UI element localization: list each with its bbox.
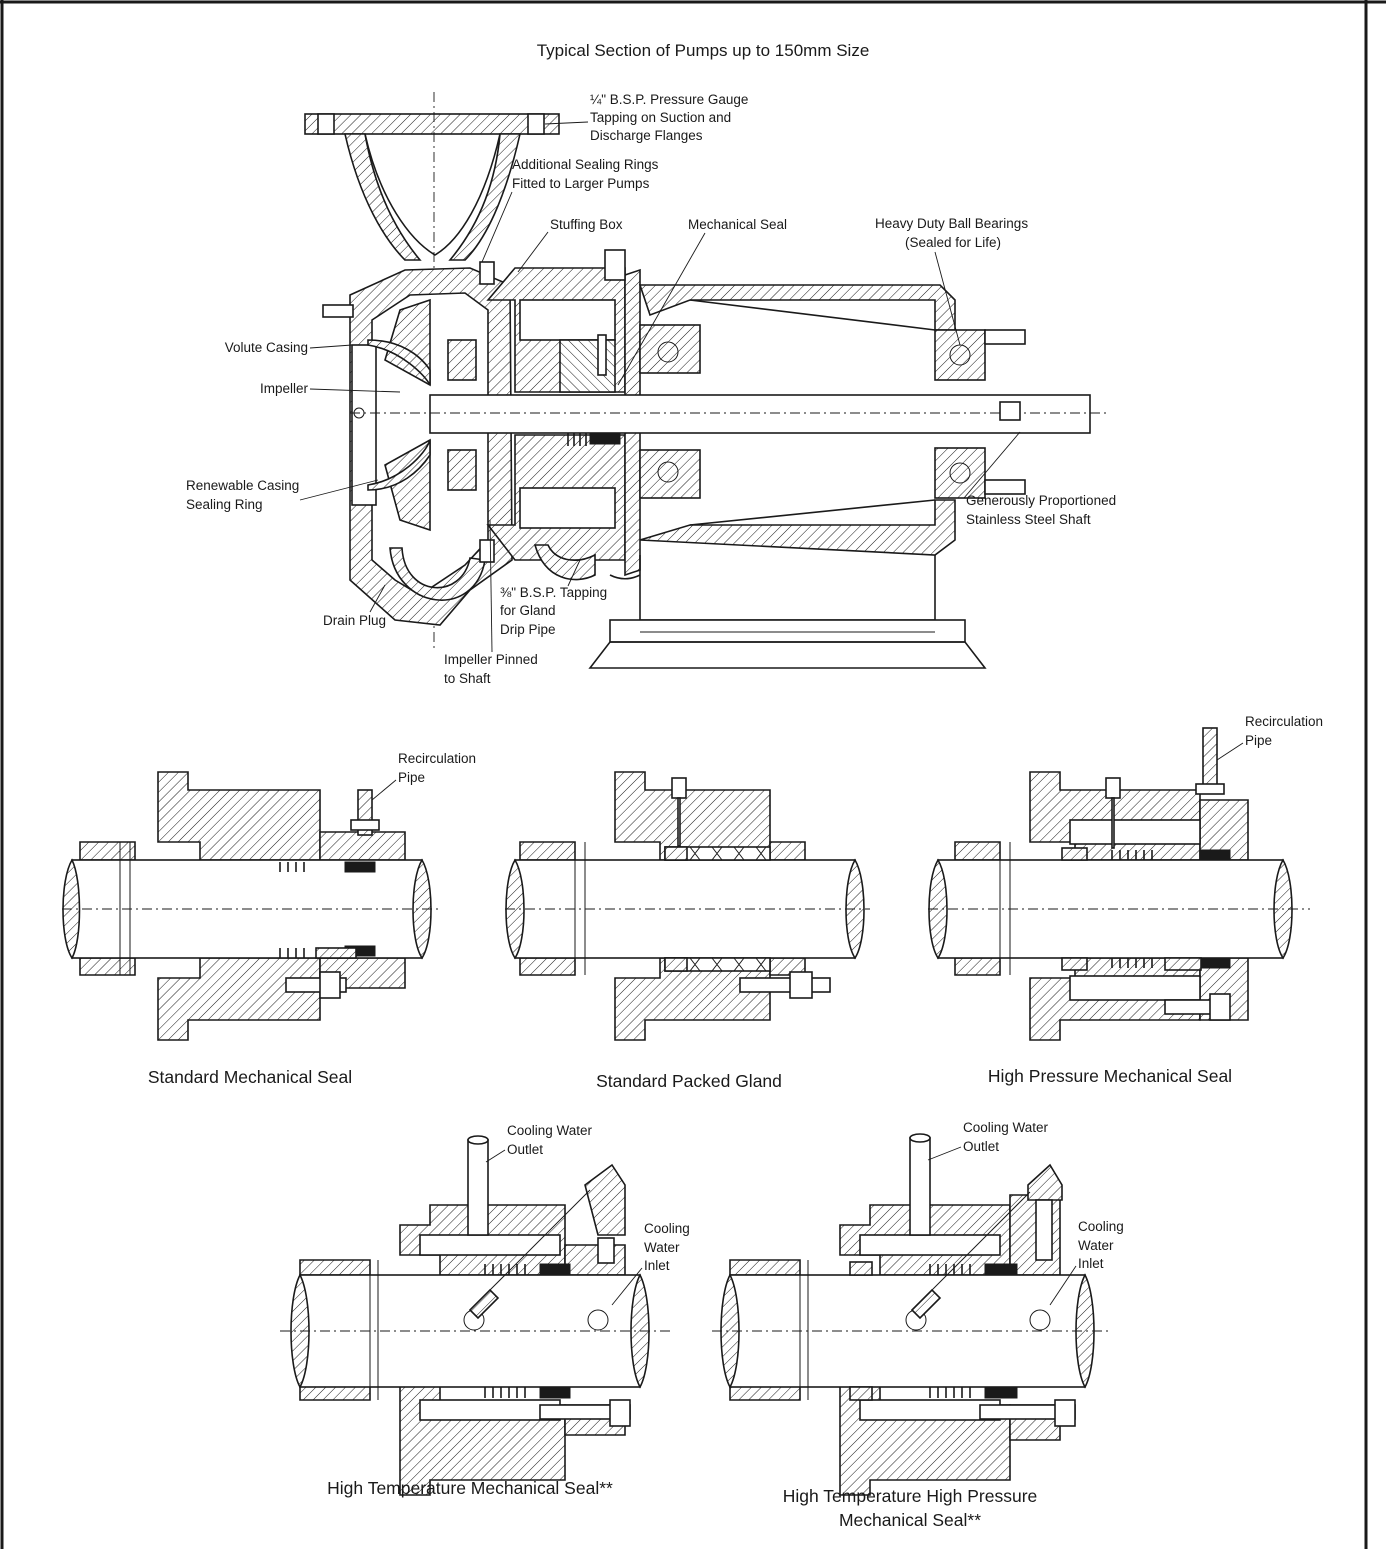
label-gauge-tapping-3: Discharge Flanges xyxy=(590,128,703,143)
caption-high-temp: High Temperature Mechanical Seal** xyxy=(327,1478,613,1498)
label-inlet-hthp-1: Cooling xyxy=(1078,1219,1124,1234)
variant-shaft xyxy=(505,842,870,975)
seal-variant-standard-mechanical: Recirculation Pipe Standard Mechanical S… xyxy=(62,751,476,1087)
variant-seal-parts xyxy=(849,1191,1031,1401)
variant-labels: Recirculation Pipe Standard Mechanical S… xyxy=(148,751,476,1087)
stuffing-box-body xyxy=(479,261,626,581)
label-sealing-rings-2: Fitted to Larger Pumps xyxy=(512,176,650,191)
label-stuffing-box: Stuffing Box xyxy=(550,217,623,232)
label-outlet-ht-1: Cooling Water xyxy=(507,1123,593,1138)
variant-pipes xyxy=(467,1135,631,1427)
label-gauge-tapping-1: ¼" B.S.P. Pressure Gauge xyxy=(590,92,748,107)
variant-pipe-and-stud xyxy=(1105,727,1231,1021)
label-recirc-hp-2: Pipe xyxy=(1245,733,1272,748)
label-impeller-pinned-2: to Shaft xyxy=(444,671,491,686)
variant-packing xyxy=(664,846,771,972)
main-shaft xyxy=(350,394,1110,434)
variant-plug-and-stud xyxy=(671,777,831,999)
label-shaft-2: Stainless Steel Shaft xyxy=(966,512,1091,527)
label-impeller-pinned-1: Impeller Pinned xyxy=(444,652,538,667)
variant-body xyxy=(299,1163,626,1496)
variant-seal-parts xyxy=(468,1189,591,1399)
label-gland-tapping-2: for Gland xyxy=(500,603,556,618)
main-labels: ¼" B.S.P. Pressure Gauge Tapping on Suct… xyxy=(186,92,1116,686)
impeller xyxy=(367,298,477,532)
label-ball-bearings-2: (Sealed for Life) xyxy=(905,235,1001,250)
main-pump-section: Typical Section of Pumps up to 150mm Siz… xyxy=(186,41,1116,686)
label-outlet-hthp-2: Outlet xyxy=(963,1139,999,1154)
variant-seal-parts xyxy=(1061,847,1231,971)
label-inlet-ht-2: Water xyxy=(644,1240,680,1255)
bearing-bracket xyxy=(604,249,1026,577)
seal-variant-high-pressure: Recirculation Pipe High Pressure Mechani… xyxy=(928,714,1323,1086)
label-sealing-rings-1: Additional Sealing Rings xyxy=(512,157,659,172)
label-mechanical-seal: Mechanical Seal xyxy=(688,217,787,232)
variant-labels: Recirculation Pipe High Pressure Mechani… xyxy=(988,714,1323,1086)
label-gauge-tapping-2: Tapping on Suction and xyxy=(590,110,731,125)
caption-packed-gland: Standard Packed Gland xyxy=(596,1071,782,1091)
label-casing-ring-1: Renewable Casing xyxy=(186,478,299,493)
label-casing-ring-2: Sealing Ring xyxy=(186,497,263,512)
caption-hthp-2: Mechanical Seal** xyxy=(839,1510,981,1530)
variant-body xyxy=(519,771,806,1041)
label-outlet-ht-2: Outlet xyxy=(507,1142,543,1157)
variant-recirc-pipe xyxy=(285,789,380,999)
label-inlet-hthp-2: Water xyxy=(1078,1238,1114,1253)
caption-standard-mechanical: Standard Mechanical Seal xyxy=(148,1067,352,1087)
label-recirc-1: Recirculation xyxy=(398,751,476,766)
label-gland-tapping-3: Drip Pipe xyxy=(500,622,556,637)
seal-variant-packed-gland: Standard Packed Gland xyxy=(505,771,870,1091)
variant-shaft xyxy=(712,1260,1110,1400)
variant-labels: Cooling Water Outlet Cooling Water Inlet… xyxy=(327,1123,690,1498)
label-volute-casing: Volute Casing xyxy=(225,340,308,355)
variant-seal-parts xyxy=(279,861,376,959)
label-shaft-1: Generously Proportioned xyxy=(966,493,1116,508)
label-drain-plug: Drain Plug xyxy=(323,613,386,628)
caption-high-pressure: High Pressure Mechanical Seal xyxy=(988,1066,1232,1086)
label-gland-tapping-1: ⅜" B.S.P. Tapping xyxy=(500,585,607,600)
label-outlet-hthp-1: Cooling Water xyxy=(963,1120,1049,1135)
label-recirc-2: Pipe xyxy=(398,770,425,785)
label-inlet-ht-1: Cooling xyxy=(644,1221,690,1236)
variant-shaft xyxy=(62,842,440,975)
seal-variant-high-temp-high-pressure: Cooling Water Outlet Cooling Water Inlet… xyxy=(712,1120,1124,1530)
variant-pipes xyxy=(909,1133,1076,1427)
caption-hthp-1: High Temperature High Pressure xyxy=(783,1486,1038,1506)
main-title: Typical Section of Pumps up to 150mm Siz… xyxy=(537,41,870,60)
variant-shaft xyxy=(928,842,1310,975)
discharge-neck xyxy=(304,92,560,650)
label-inlet-ht-3: Inlet xyxy=(644,1258,670,1273)
variant-labels: Cooling Water Outlet Cooling Water Inlet… xyxy=(783,1120,1124,1530)
seal-variant-high-temp: Cooling Water Outlet Cooling Water Inlet… xyxy=(280,1123,690,1498)
variant-shaft xyxy=(280,1260,670,1400)
label-ball-bearings-1: Heavy Duty Ball Bearings xyxy=(875,216,1028,231)
label-impeller: Impeller xyxy=(260,381,309,396)
label-inlet-hthp-3: Inlet xyxy=(1078,1256,1104,1271)
main-mech-seal xyxy=(559,334,621,446)
pedestal xyxy=(588,555,987,669)
label-recirc-hp-1: Recirculation xyxy=(1245,714,1323,729)
